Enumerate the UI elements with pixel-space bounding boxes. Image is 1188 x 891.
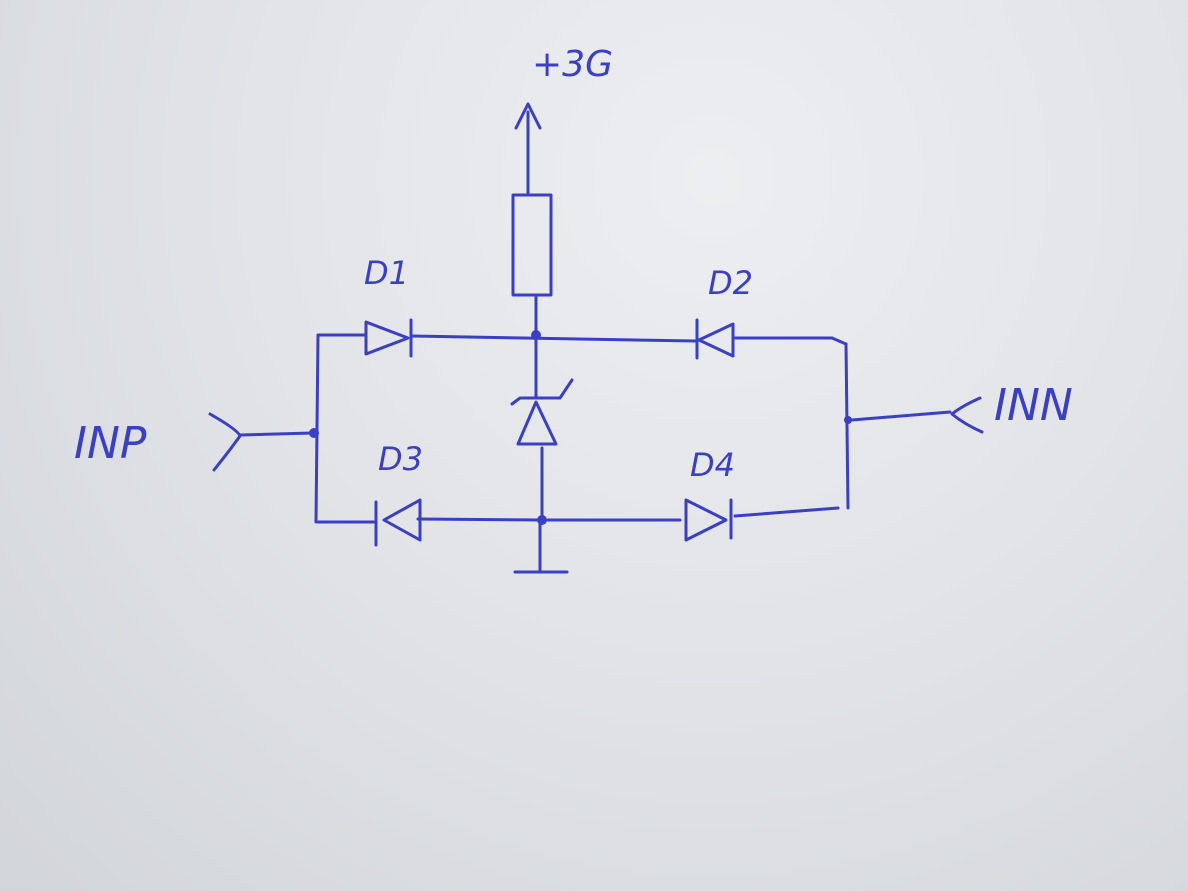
diode-d1 xyxy=(364,318,413,358)
supply-label: +3G xyxy=(532,44,613,85)
diode-d4 xyxy=(684,498,733,542)
junction-bottom xyxy=(537,515,547,525)
diode-d2 xyxy=(695,318,735,360)
inp-label: INP xyxy=(74,418,147,469)
d2-label: D2 xyxy=(708,264,753,302)
top-rail xyxy=(316,333,834,343)
junction-inp xyxy=(309,428,319,438)
ground-symbol xyxy=(513,522,569,574)
left-bus xyxy=(208,333,320,524)
d3-label: D3 xyxy=(378,440,423,478)
right-bus xyxy=(830,336,984,510)
d4-label: D4 xyxy=(690,446,735,484)
diode-d3 xyxy=(374,498,422,547)
d1-label: D1 xyxy=(364,254,409,292)
zener-diode xyxy=(510,336,574,517)
junction-inn xyxy=(844,416,852,424)
supply-arrow xyxy=(514,102,542,197)
resistor xyxy=(511,193,553,297)
junction-top xyxy=(531,330,541,340)
inn-label: INN xyxy=(994,380,1073,431)
bottom-rail xyxy=(316,506,840,524)
